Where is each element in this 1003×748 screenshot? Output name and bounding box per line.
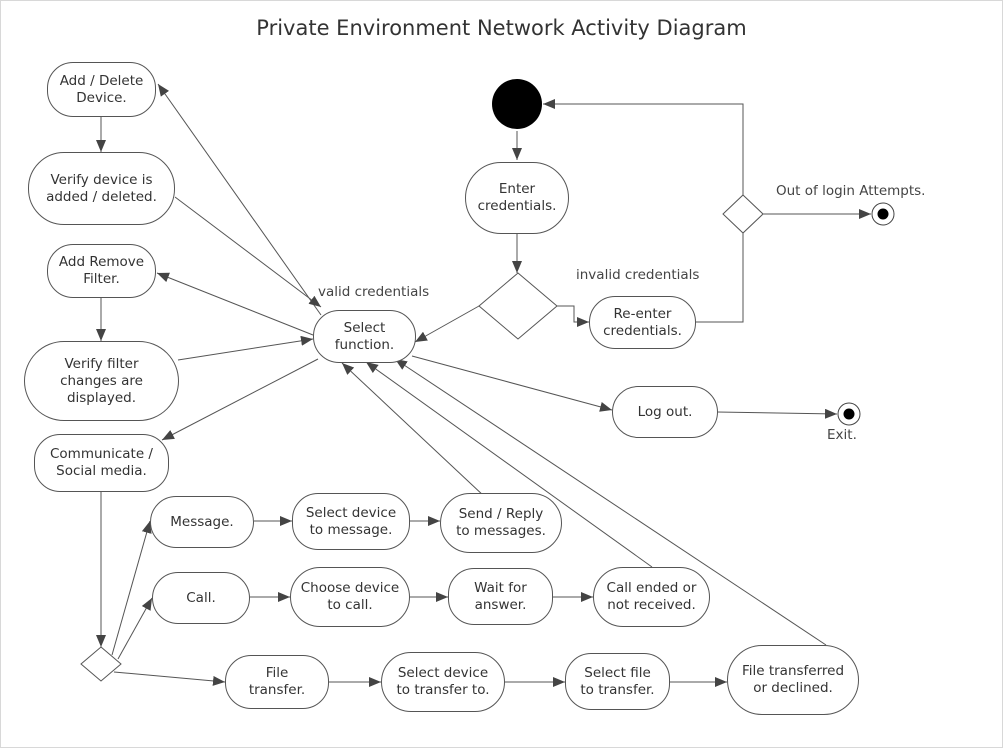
end-node-exit	[837, 402, 861, 426]
node-log-out: Log out.	[612, 386, 718, 438]
label-invalid-credentials: invalid credentials	[576, 267, 700, 283]
node-enter-credentials: Enter credentials.	[465, 162, 569, 234]
label-out-of-attempts: Out of login Attempts.	[776, 183, 926, 199]
edge-branch-to-file	[113, 671, 226, 686]
edge-verify-filter-to-select	[177, 335, 314, 361]
node-verify-filter: Verify filter changes are displayed.	[24, 341, 179, 421]
attempts-decision	[722, 194, 764, 234]
edge-logout-to-exit	[716, 408, 838, 419]
diagram-title: Private Environment Network Activity Dia…	[256, 16, 747, 40]
edge-reenter-to-attempts	[696, 233, 744, 323]
label-exit: Exit.	[827, 427, 857, 443]
node-call-ended: Call ended or not received.	[593, 567, 710, 627]
node-add-delete-device: Add / Delete Device.	[47, 62, 156, 117]
node-select-device-transfer: Select device to transfer to.	[381, 652, 505, 712]
node-select-function: Select function.	[313, 310, 416, 363]
edge-select-to-logout	[411, 355, 613, 412]
edge-select-to-add-device	[157, 83, 322, 316]
label-valid-credentials: valid credentials	[318, 284, 430, 300]
node-send-reply: Send / Reply to messages.	[440, 493, 562, 553]
communication-branch	[80, 646, 122, 682]
node-file-transfer: File transfer.	[225, 655, 329, 709]
edge-select-to-communicate	[161, 358, 319, 441]
node-choose-device-call: Choose device to call.	[290, 567, 410, 627]
edge-branch-to-message	[111, 520, 152, 656]
node-select-device-message: Select device to message.	[292, 493, 410, 550]
edge-verify-device-to-select	[174, 196, 322, 308]
node-wait-answer: Wait for answer.	[448, 568, 553, 625]
node-communicate: Communicate / Social media.	[34, 434, 169, 492]
end-node-attempts	[871, 202, 895, 226]
node-call: Call.	[152, 572, 250, 624]
edge-branch-to-call	[117, 597, 153, 660]
edge-attempts-to-start	[543, 99, 744, 195]
node-message: Message.	[150, 496, 254, 548]
node-add-remove-filter: Add Remove Filter.	[47, 244, 156, 298]
edge-ended-to-select-function	[365, 361, 653, 568]
edge-decision-to-reenter	[557, 305, 589, 327]
edge-send-to-select-function	[341, 362, 486, 498]
credentials-decision	[478, 272, 558, 340]
edge-select-to-filter	[156, 272, 314, 336]
edge-transferred-to-select-function	[394, 358, 827, 646]
start-node	[492, 79, 542, 129]
node-verify-device: Verify device is added / deleted.	[28, 152, 175, 225]
node-reenter-credentials: Re-enter credentials.	[589, 296, 696, 349]
edge-decision-to-select	[414, 305, 480, 343]
node-file-transferred: File transferred or declined.	[727, 645, 859, 715]
node-select-file: Select file to transfer.	[565, 653, 670, 710]
